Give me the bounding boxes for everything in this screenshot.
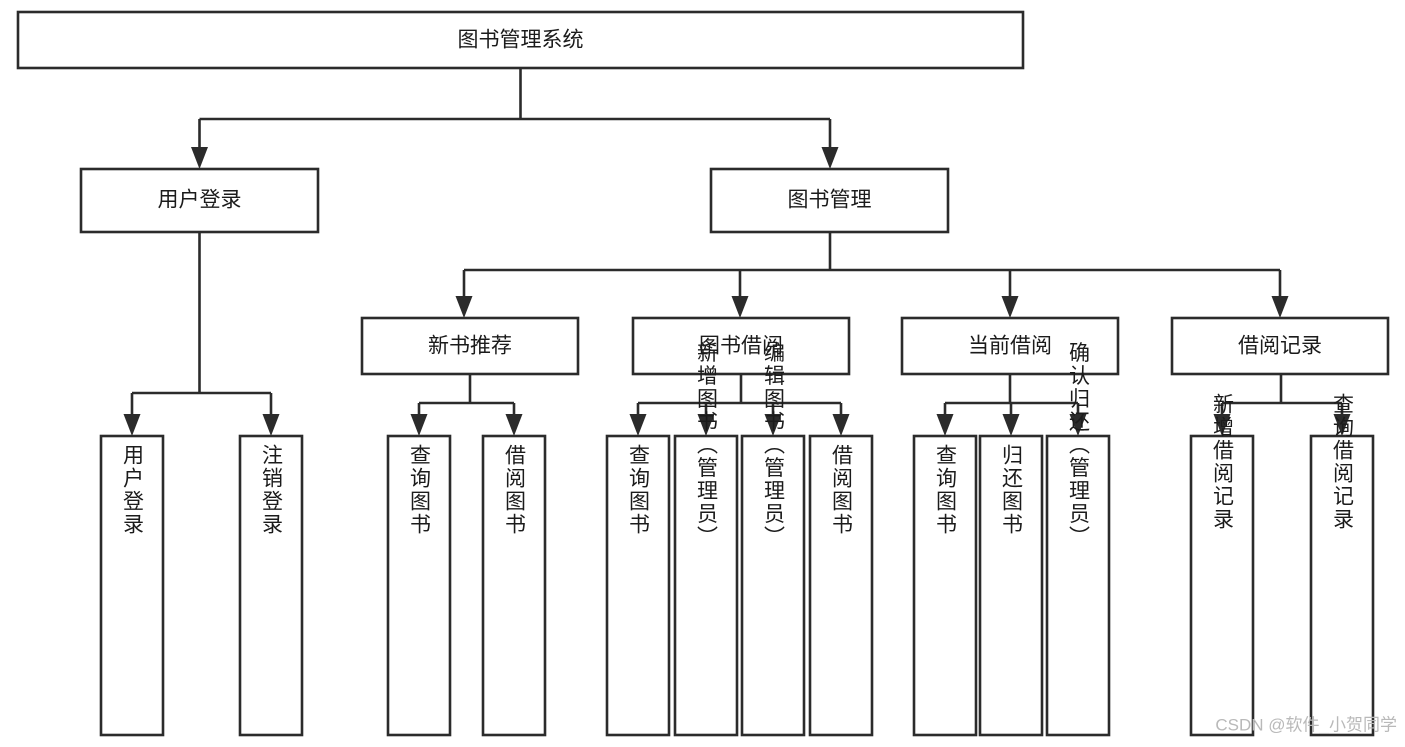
node-new-book-recommend-box[interactable] [360, 316, 580, 376]
node-root-system-label: 图书管理系统 [458, 29, 584, 52]
node-borrow-record-box[interactable] [1170, 316, 1390, 376]
node-book-management-label: 图书管理 [788, 189, 872, 212]
arrowhead-borrow-leaf-2 [697, 414, 715, 436]
arrowhead-borrow-leaf-4 [832, 414, 850, 436]
arrowhead-root-to-user-login [191, 147, 208, 169]
leaf-node-query-book-borrow-box[interactable] [605, 434, 671, 737]
leaf-node-edit-book-admin-label: 编辑图书（管理员） [762, 342, 786, 549]
leaf-node-confirm-return-admin[interactable]: 确认归还（管理员） [1045, 342, 1111, 737]
node-book-management[interactable]: 图书管理 [709, 167, 950, 234]
leaf-node-borrow-book-rec[interactable]: 借阅图书 [481, 434, 547, 737]
leaf-node-borrow-book-label: 借阅图书 [830, 444, 854, 536]
node-new-book-recommend-label: 新书推荐 [428, 335, 512, 358]
leaf-node-query-borrow-record-label: 查询借阅记录 [1331, 393, 1355, 531]
leaf-node-add-borrow-record[interactable]: 新增借阅记录 [1189, 393, 1255, 737]
watermark-label: CSDN @软件_小贺同学 [1215, 715, 1397, 734]
arrowhead-book-admin-to-record [1271, 296, 1289, 318]
node-user-login-label: 用户登录 [158, 189, 242, 212]
arrowhead-record-leaf-2 [1333, 414, 1351, 436]
arrowhead-borrow-leaf-1 [629, 414, 647, 436]
node-current-borrow-box[interactable] [900, 316, 1120, 376]
leaf-node-query-borrow-record-box[interactable] [1309, 434, 1375, 737]
leaf-node-query-book-current[interactable]: 查询图书 [912, 434, 978, 737]
connector-layer [123, 68, 1351, 436]
node-user-login-box[interactable] [79, 167, 320, 234]
leaf-node-query-book-rec[interactable]: 查询图书 [386, 434, 452, 737]
arrowhead-user-login-leaf-1 [123, 414, 141, 436]
leaf-node-add-book-admin-label: 新增图书（管理员） [695, 342, 719, 549]
leaf-node-query-book-current-label: 查询图书 [934, 444, 958, 536]
leaf-node-query-book-rec-box[interactable] [386, 434, 452, 737]
node-new-book-recommend[interactable]: 新书推荐 [360, 316, 580, 376]
arrowhead-current-leaf-3 [1069, 414, 1087, 436]
leaf-node-borrow-book[interactable]: 借阅图书 [808, 434, 874, 737]
leaf-node-confirm-return-admin-box[interactable] [1045, 434, 1111, 737]
leaf-node-logout-box[interactable] [238, 434, 304, 737]
leaf-node-query-book-current-box[interactable] [912, 434, 978, 737]
leaf-node-borrow-book-rec-label: 借阅图书 [503, 444, 527, 536]
leaf-node-edit-book-admin-box[interactable] [740, 434, 806, 737]
leaf-node-edit-book-admin[interactable]: 编辑图书（管理员） [740, 342, 806, 737]
leaf-node-confirm-return-admin-label: 确认归还（管理员） [1067, 342, 1091, 549]
arrowhead-root-to-book-admin [821, 147, 839, 169]
leaf-node-return-book-box[interactable] [978, 434, 1044, 737]
node-root-system[interactable]: 图书管理系统 [16, 10, 1025, 70]
arrowhead-book-admin-to-borrow [731, 296, 749, 318]
node-root-system-box[interactable] [16, 10, 1025, 70]
leaf-node-logout-label: 注销登录 [260, 444, 284, 536]
node-current-borrow[interactable]: 当前借阅 [900, 316, 1120, 376]
leaf-node-return-book[interactable]: 归还图书 [978, 434, 1044, 737]
leaf-node-return-book-label: 归还图书 [1000, 444, 1024, 536]
arrowhead-book-admin-to-new-book [455, 296, 473, 318]
leaf-node-add-borrow-record-box[interactable] [1189, 434, 1255, 737]
leaf-node-add-borrow-record-label: 新增借阅记录 [1211, 393, 1235, 531]
leaf-node-query-book-rec-label: 查询图书 [408, 444, 432, 536]
node-book-borrow-label: 图书借阅 [699, 335, 783, 358]
leaf-node-query-book-borrow[interactable]: 查询图书 [605, 434, 671, 737]
node-book-borrow-box[interactable] [631, 316, 851, 376]
arrowhead-current-leaf-1 [936, 414, 954, 436]
node-current-borrow-label: 当前借阅 [968, 335, 1052, 358]
leaf-node-user-login-label: 用户登录 [121, 444, 145, 536]
arrowhead-new-book-leaf-1 [410, 414, 428, 436]
leaf-node-borrow-book-box[interactable] [808, 434, 874, 737]
leaf-node-user-login-box[interactable] [99, 434, 165, 737]
node-book-management-box[interactable] [709, 167, 950, 234]
node-borrow-record-label: 借阅记录 [1238, 335, 1322, 358]
leaf-node-add-book-admin[interactable]: 新增图书（管理员） [673, 342, 739, 737]
arrowhead-record-leaf-1 [1213, 414, 1231, 436]
node-user-login[interactable]: 用户登录 [79, 167, 320, 234]
arrowhead-new-book-leaf-2 [505, 414, 523, 436]
leaf-node-query-book-borrow-label: 查询图书 [627, 444, 651, 536]
leaf-node-user-login[interactable]: 用户登录 [99, 434, 165, 737]
arrowhead-book-admin-to-current [1001, 296, 1019, 318]
node-borrow-record[interactable]: 借阅记录 [1170, 316, 1390, 376]
leaf-node-add-book-admin-box[interactable] [673, 434, 739, 737]
leaf-node-query-borrow-record[interactable]: 查询借阅记录 [1309, 393, 1375, 737]
arrowhead-current-leaf-2 [1002, 414, 1020, 436]
leaf-node-borrow-book-rec-box[interactable] [481, 434, 547, 737]
node-book-borrow[interactable]: 图书借阅 [631, 316, 851, 376]
leaf-node-logout[interactable]: 注销登录 [238, 434, 304, 737]
arrowhead-borrow-leaf-3 [764, 414, 782, 436]
arrowhead-user-login-leaf-2 [262, 414, 280, 436]
